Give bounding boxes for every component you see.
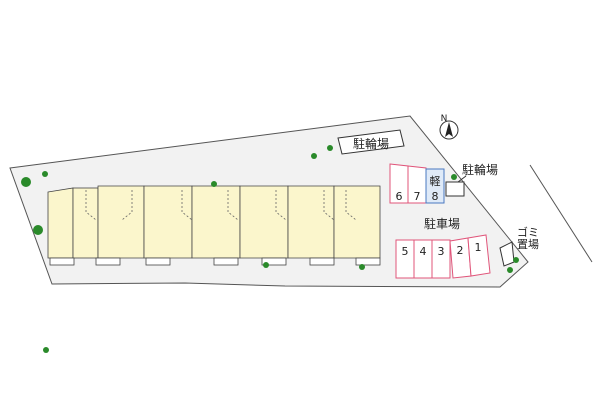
tree-icon [21,177,31,187]
parking-space-3: 3 [438,245,445,258]
tree-icon [451,174,457,180]
building-unit [333,185,381,259]
building-unit [47,187,74,259]
parking-space-6: 6 [396,190,403,203]
tree-icon [311,153,317,159]
tree-icon [359,264,365,270]
tree-icon [513,257,519,263]
car-parking-label: 駐車場 [424,216,460,231]
north-arrow: N [439,114,459,140]
building-unit [287,185,335,259]
tree-icon [43,347,49,353]
tree-icon [42,171,48,177]
building-unit [191,185,241,259]
parking-space-2: 2 [457,244,464,257]
building-inner-lines [85,190,357,221]
parking-space-7: 7 [414,190,421,203]
parking-space-5: 5 [402,245,409,258]
building-unit [72,187,99,259]
north-label: N [441,114,448,124]
bicycle-parking-top: 駐輪場 [337,129,405,155]
parking-space-8: 8 [432,190,439,203]
parking-top-row: 6 7 軽 8 [389,163,445,204]
tree-icon [33,225,43,235]
tree-icon [263,262,269,268]
apartment-buildings [47,185,381,259]
bicycle-parking-top-label: 駐輪場 [353,136,389,151]
tree-icon [211,181,217,187]
trees [21,145,519,353]
bicycle-parking-right: 駐輪場 [445,162,498,197]
parking-space-4: 4 [420,245,427,258]
parking-space-1: 1 [475,241,482,254]
tree-icon [507,267,513,273]
building-unit [143,185,193,259]
garbage-label-line2: 置場 [517,238,539,251]
parking-bottom-row [395,234,491,279]
tree-icon [327,145,333,151]
parking-space-kei: 軽 [430,175,441,188]
building-tabs [49,257,381,266]
building-unit [239,185,289,259]
garbage-area: ゴミ 置場 [499,225,539,267]
building-unit [97,185,145,259]
garbage-label-line1: ゴミ [517,225,539,239]
bicycle-parking-right-label: 駐輪場 [462,162,498,177]
road-edge-line [529,164,593,263]
